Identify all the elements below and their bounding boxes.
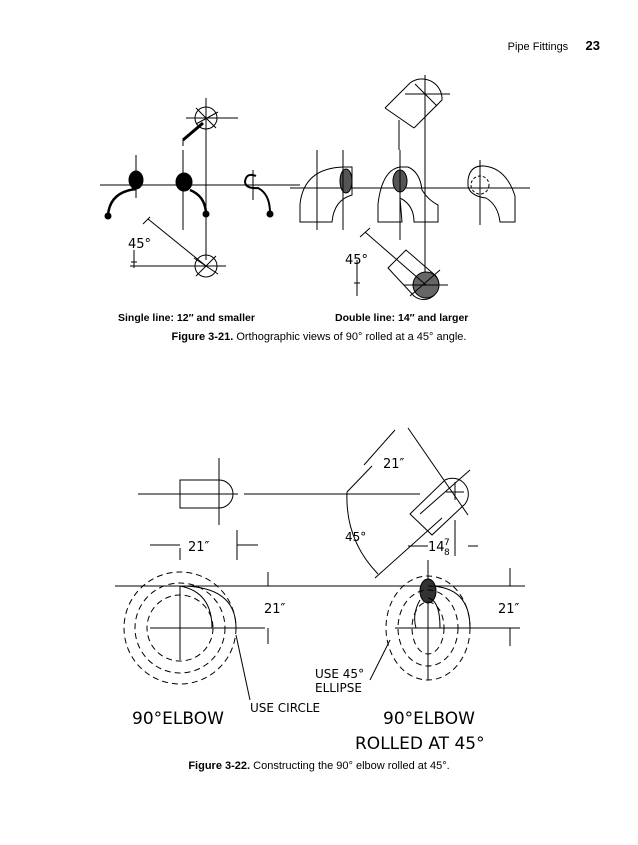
running-header: Pipe Fittings 23 (508, 38, 600, 53)
figure-3-21-caption: Figure 3-21. Orthographic views of 90° r… (0, 331, 638, 343)
figure-3-21-caption-text: Orthographic views of 90° rolled at a 45… (233, 331, 467, 343)
title-left: 90°ELBOW (132, 709, 224, 729)
angle-label: 45° (345, 530, 366, 544)
figure-3-21-caption-label: Figure 3-21. (171, 331, 234, 343)
note-ellipse-1: USE 45° (315, 667, 364, 681)
dim-offset-frac-num: 7 (444, 538, 450, 548)
angle-label-left: 45° (128, 237, 151, 252)
dim-right-height: 21″ (498, 602, 520, 617)
dim-offset: 14 (428, 540, 445, 555)
double-line-label: Double line: 14″ and larger (335, 312, 469, 324)
section-title: Pipe Fittings (507, 41, 569, 53)
figure-3-22-caption: Figure 3-22. Constructing the 90° elbow … (0, 760, 638, 772)
dim-left-width: 21″ (188, 540, 210, 555)
note-ellipse-2: ELLIPSE (315, 681, 362, 695)
note-circle: USE CIRCLE (250, 701, 320, 715)
single-line-label: Single line: 12″ and smaller (118, 312, 255, 324)
dim-left-height: 21″ (264, 602, 286, 617)
dim-top: 21″ (383, 457, 405, 472)
figure-3-22-caption-label: Figure 3-22. (188, 760, 251, 772)
page-number: 23 (585, 38, 600, 53)
figure-3-22-caption-text: Constructing the 90° elbow rolled at 45°… (250, 760, 450, 772)
dim-offset-frac-den: 8 (444, 548, 450, 558)
title-right-2: ROLLED AT 45° (355, 734, 485, 754)
angle-label-right: 45° (345, 253, 368, 268)
title-right-1: 90°ELBOW (383, 709, 475, 729)
